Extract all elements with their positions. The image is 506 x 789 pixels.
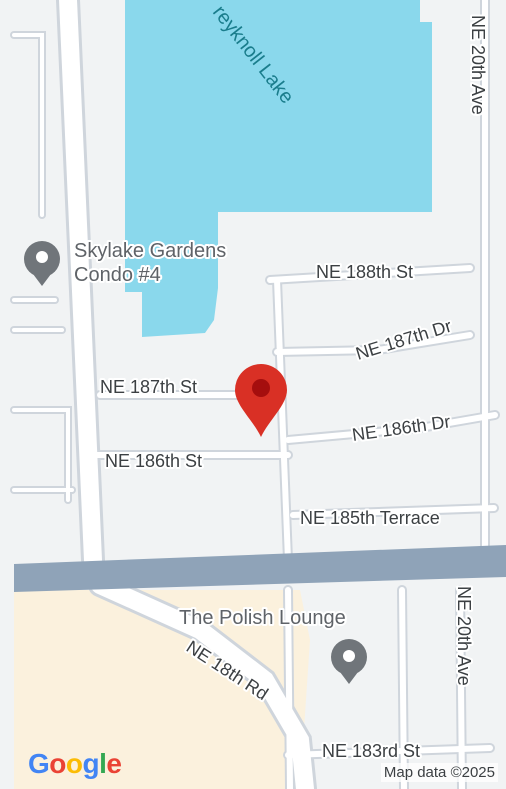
poi-skylake-gardens[interactable]: Skylake Gardens Condo #4 bbox=[24, 238, 228, 288]
lake bbox=[125, 0, 432, 337]
street-label-ne-188th-st: NE 188th St bbox=[316, 262, 413, 282]
logo-letter: o bbox=[49, 748, 66, 779]
street-label-ne-20th-ave: NE 20th Ave bbox=[468, 15, 488, 115]
logo-letter: o bbox=[65, 748, 83, 779]
poi-pin-icon bbox=[24, 241, 60, 286]
map-attribution[interactable]: Map data ©2025 bbox=[380, 763, 498, 782]
highway bbox=[14, 545, 506, 592]
street-label-ne-185th-terrace: NE 185th Terrace bbox=[300, 508, 440, 528]
roads bbox=[12, 0, 498, 789]
street-label-ne-187th-st: NE 187th St bbox=[100, 377, 197, 397]
google-logo: Google bbox=[28, 748, 122, 780]
street-label-ne-183rd-st: NE 183rd St bbox=[322, 741, 420, 761]
street-label-ne-186th-st: NE 186th St bbox=[105, 451, 202, 471]
logo-letter: g bbox=[82, 748, 100, 779]
logo-letter: l bbox=[99, 748, 107, 779]
poi-label-line1: Skylake Gardens bbox=[74, 240, 226, 262]
poi-label-line2: Condo #4 bbox=[74, 264, 161, 286]
street-label-ne-20th-ave-south: NE 20th Ave bbox=[454, 586, 474, 686]
poi-label: The Polish Lounge bbox=[179, 607, 346, 629]
logo-letter: G bbox=[28, 748, 50, 779]
poi-pin-icon bbox=[331, 639, 367, 684]
poi-polish-lounge[interactable]: The Polish Lounge bbox=[177, 605, 367, 684]
logo-letter: e bbox=[106, 748, 122, 779]
location-pin-icon[interactable] bbox=[235, 364, 287, 437]
